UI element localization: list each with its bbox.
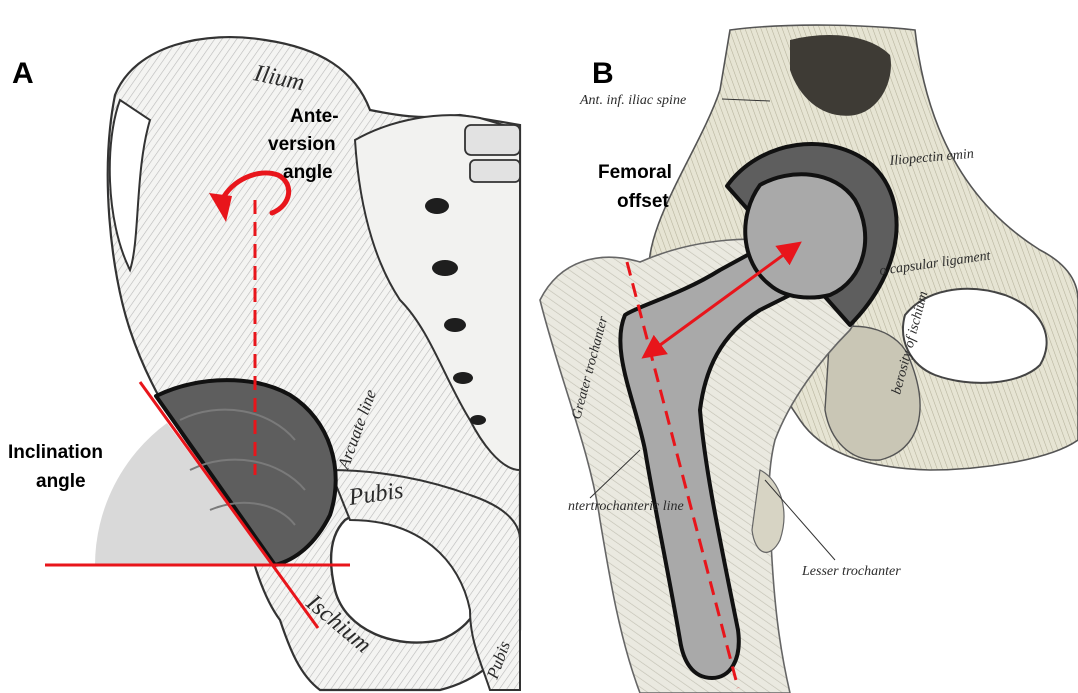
anteversion-label-line2: version — [268, 134, 336, 155]
panel-b-letter: B — [592, 57, 614, 90]
femoral-offset-label-line1: Femoral — [598, 162, 672, 183]
inclination-label-line1: Inclination — [8, 442, 103, 463]
panel-a-pelvis: Ilium Arcuate line Pubis Ischium Pubis A… — [8, 37, 520, 690]
inclination-label-line2: angle — [36, 471, 86, 492]
anteversion-label-line3: angle — [283, 162, 333, 183]
femoral-head — [745, 174, 865, 297]
spine-discs — [465, 125, 520, 182]
intertrochanteric-line-label: ntertrochanteric line — [568, 499, 684, 514]
anteversion-label-line1: Ante- — [290, 106, 339, 127]
panel-b-femur: Ant. inf. iliac spine Iliopectin emin o … — [540, 25, 1078, 693]
lesser-trochanter-label: Lesser trochanter — [801, 564, 901, 579]
femoral-offset-label-line2: offset — [617, 191, 669, 212]
panel-a-letter: A — [12, 57, 34, 90]
ant-inf-iliac-spine-label: Ant. inf. iliac spine — [579, 93, 686, 108]
